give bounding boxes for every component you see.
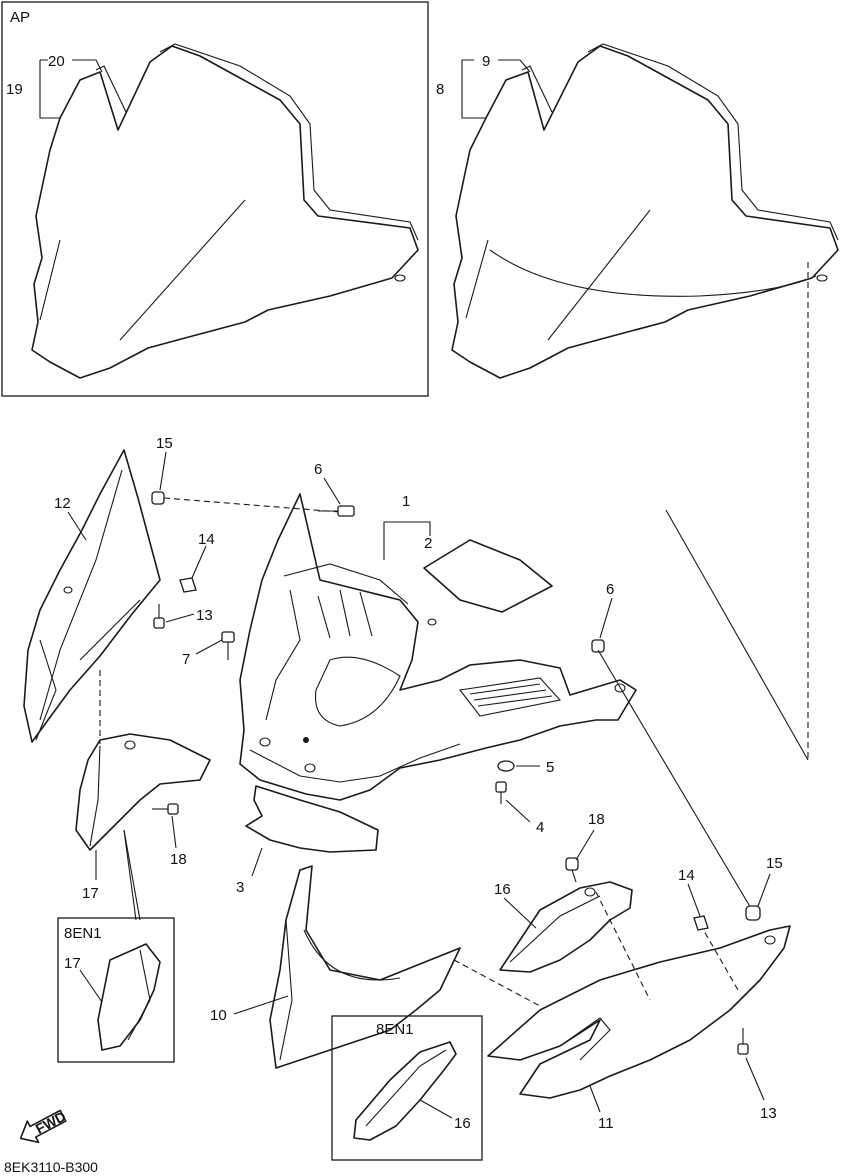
fastener-15-right — [745, 905, 761, 921]
callout-6-top: 6 — [314, 461, 322, 478]
duct-17 — [75, 733, 211, 921]
lower-cowling-10 — [269, 865, 461, 1069]
fastener-15-top — [151, 491, 165, 505]
reference-code: 8EK3110-B300 — [4, 1159, 98, 1175]
callout-16-variant: 16 — [454, 1115, 471, 1132]
callout-2: 2 — [424, 535, 432, 552]
inset-8en1-left — [57, 917, 175, 1063]
fastener-6-right — [591, 639, 605, 653]
callout-9: 9 — [482, 53, 490, 70]
fastener-14-left — [179, 577, 197, 593]
callout-18-left: 18 — [170, 851, 187, 868]
inset-8en1-right — [331, 1015, 483, 1161]
inner-panel-1 — [239, 493, 637, 801]
fastener-5 — [497, 760, 515, 772]
callout-11: 11 — [598, 1115, 614, 1132]
callout-8: 8 — [436, 81, 444, 98]
guide-line-15-6 — [163, 497, 341, 513]
callout-15-top: 15 — [156, 435, 173, 452]
callout-17-variant: 17 — [64, 955, 81, 972]
fastener-18-right — [565, 857, 579, 883]
callout-3: 3 — [236, 879, 244, 896]
guide-line-10-11 — [453, 959, 541, 1007]
windscreen-standard — [451, 43, 839, 379]
side-panel-11 — [487, 925, 791, 1099]
callout-7: 7 — [182, 651, 190, 668]
fastener-4 — [495, 781, 507, 804]
guide-line-6-15 — [597, 649, 753, 911]
fastener-13-left — [153, 604, 165, 629]
guide-line-16-11 — [595, 891, 651, 1001]
callout-18-right: 18 — [588, 811, 605, 828]
callout-6-right: 6 — [606, 581, 614, 598]
callout-19: 19 — [6, 81, 23, 98]
fastener-18-left — [152, 803, 179, 815]
ap-section-label: AP — [10, 9, 30, 26]
leader-lines — [39, 59, 771, 1119]
callout-14-right: 14 — [678, 867, 695, 884]
side-panel-12 — [23, 449, 161, 743]
callout-15-right: 15 — [766, 855, 783, 872]
callout-20: 20 — [48, 53, 65, 70]
svg-text:FWD: FWD — [33, 1108, 69, 1137]
callout-1: 1 — [402, 493, 410, 510]
callout-12: 12 — [54, 495, 71, 512]
callout-13-right: 13 — [760, 1105, 777, 1122]
callout-5: 5 — [546, 759, 554, 776]
duct-17-variant — [97, 943, 161, 1051]
callout-13-left: 13 — [196, 607, 213, 624]
panel-2 — [423, 539, 553, 613]
fastener-7 — [221, 631, 235, 660]
fastener-6-top — [318, 505, 355, 517]
fastener-13-right — [737, 1028, 749, 1055]
duct-16-variant — [353, 1041, 457, 1141]
guide-line-14-11 — [699, 923, 739, 991]
callout-16: 16 — [494, 881, 511, 898]
panel-3 — [245, 785, 379, 853]
vent-panel-outline — [665, 509, 809, 761]
duct-16 — [499, 881, 633, 973]
inset-8en1-right-label: 8EN1 — [376, 1021, 414, 1038]
callout-17: 17 — [82, 885, 99, 902]
windscreen-ap — [31, 43, 419, 379]
fastener-14-right — [693, 915, 709, 931]
callout-10: 10 — [210, 1007, 227, 1024]
ap-inset-box — [1, 1, 429, 397]
fwd-arrow-icon: FWD — [19, 1108, 69, 1144]
callout-14-left: 14 — [198, 531, 215, 548]
callout-4: 4 — [536, 819, 544, 836]
inset-8en1-left-label: 8EN1 — [64, 925, 102, 942]
